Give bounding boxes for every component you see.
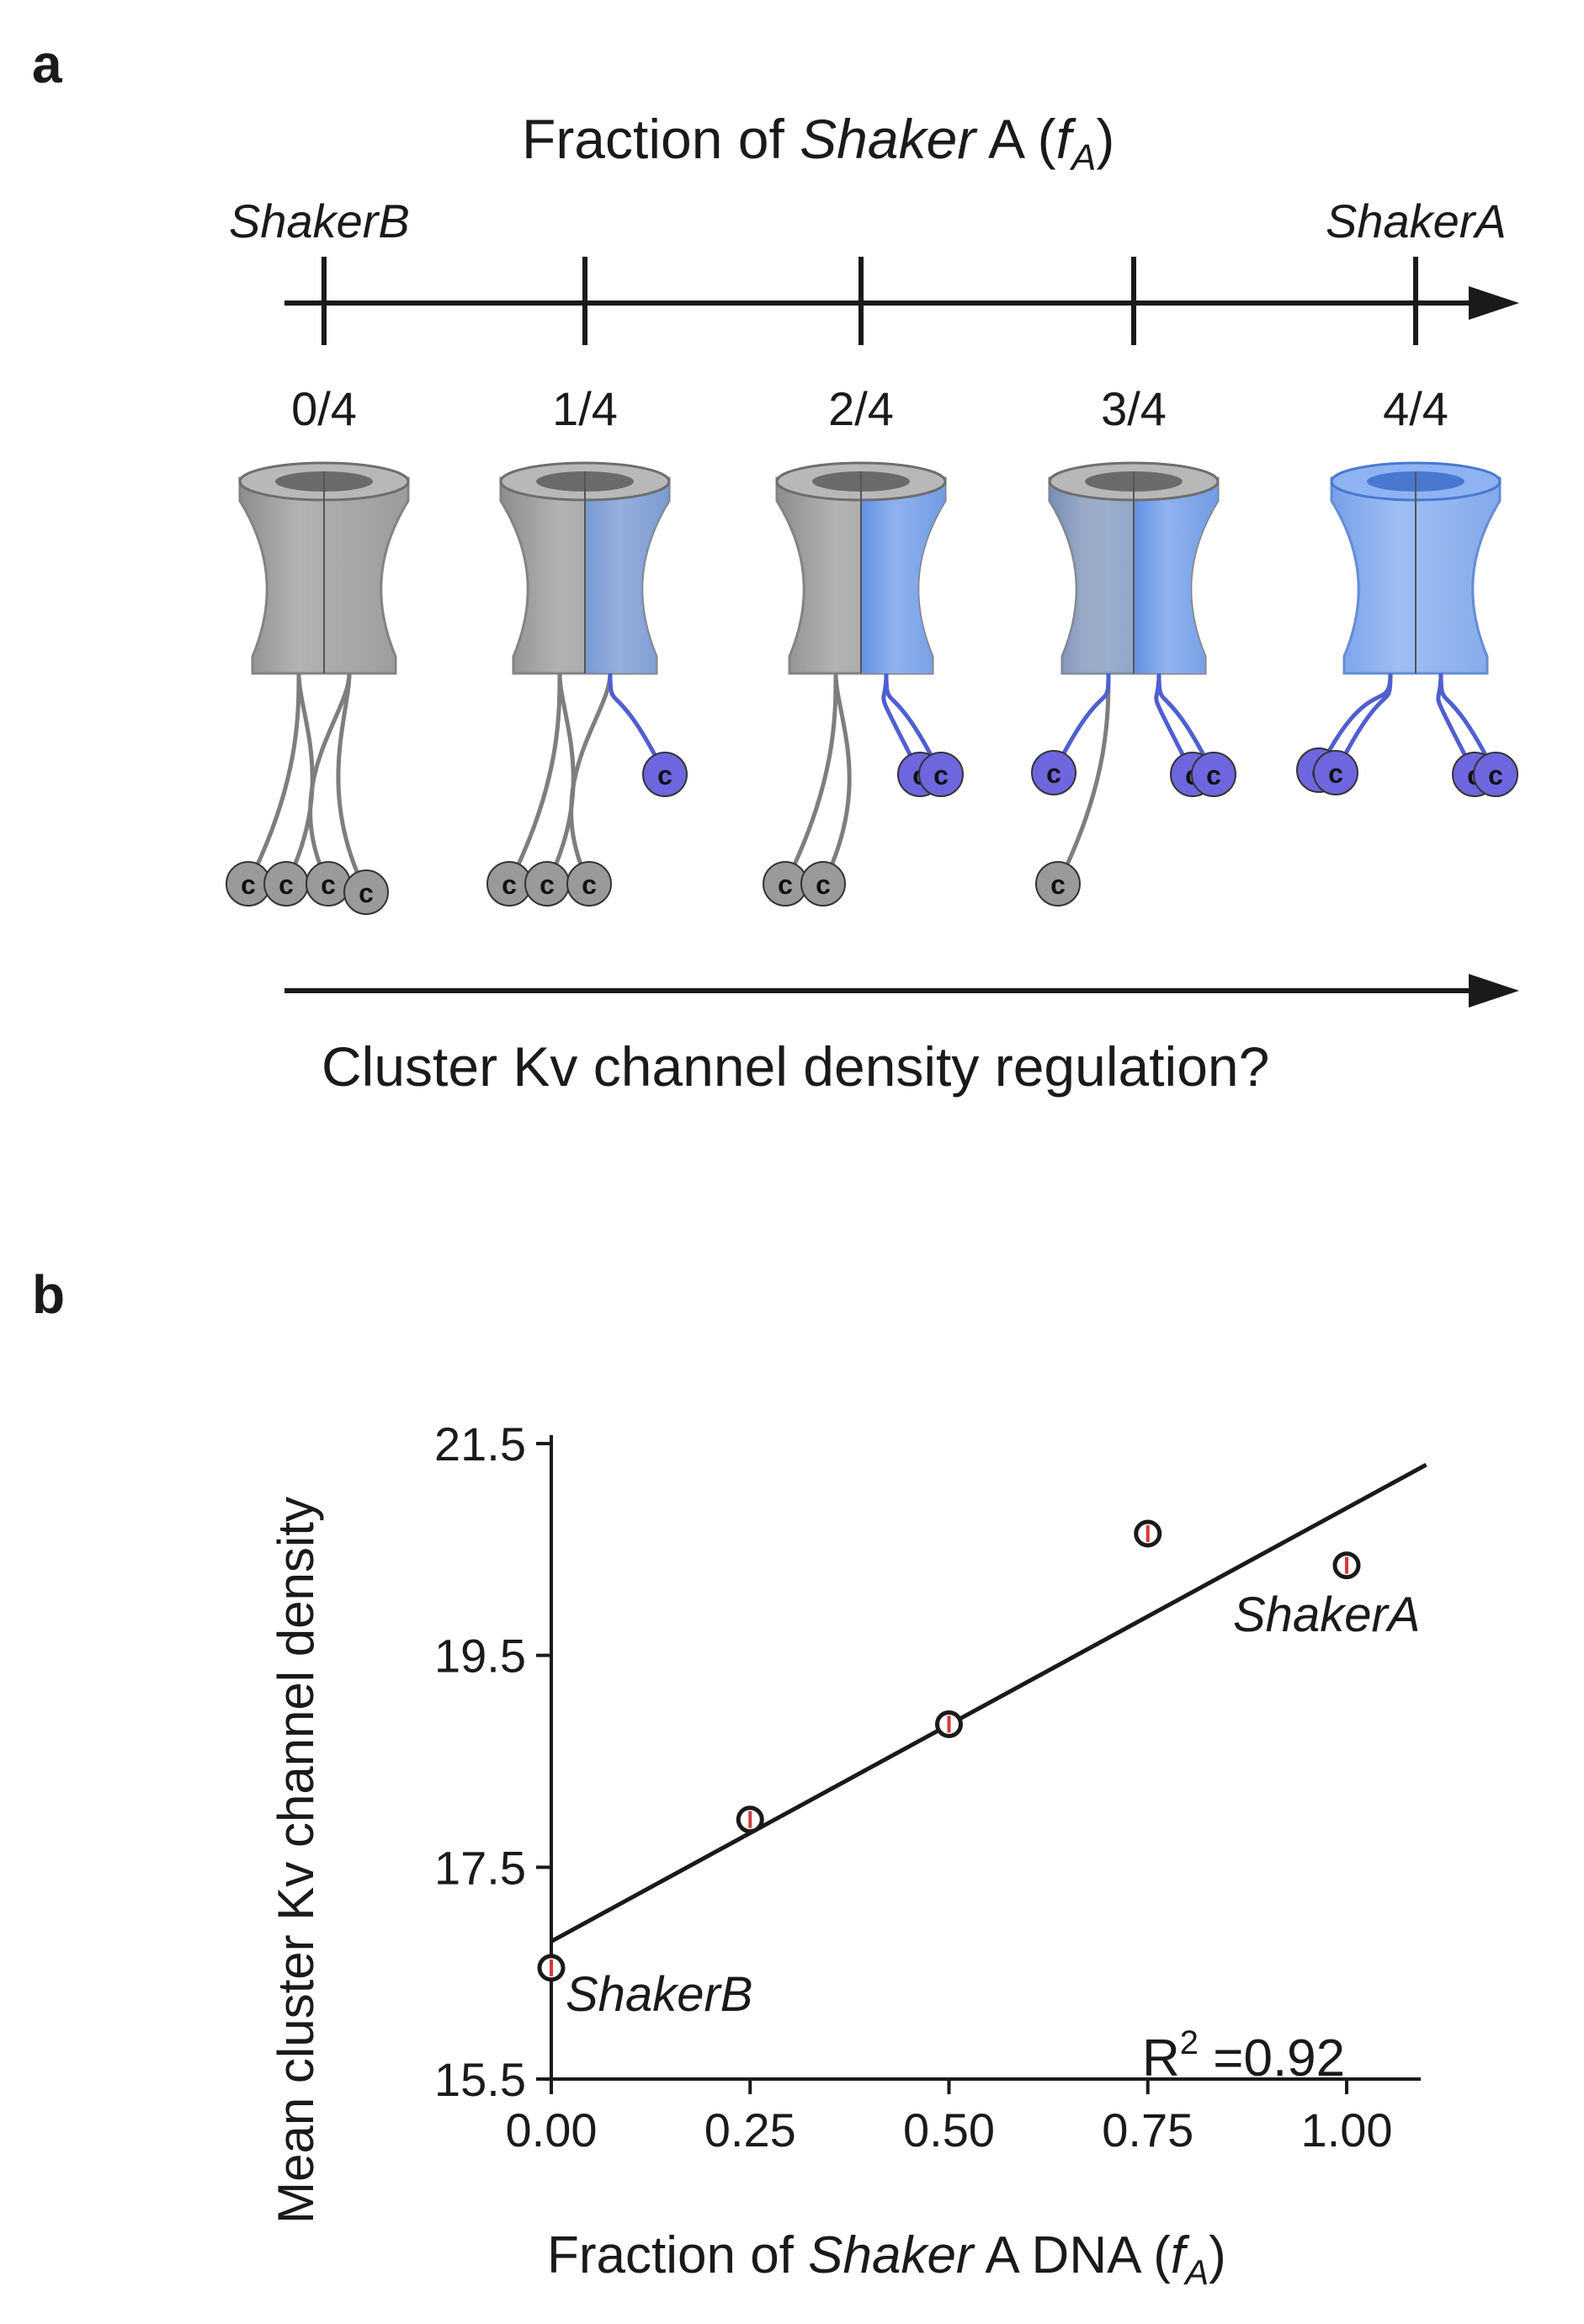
channel-4-blue-terminal-label-3: c bbox=[1488, 760, 1503, 790]
shakera-label: ShakerA bbox=[1326, 194, 1507, 247]
panel-a-letter: a bbox=[32, 34, 62, 94]
channel-4-blue-tail-1 bbox=[1333, 673, 1393, 774]
channel-0-gray-terminal-label-0: c bbox=[241, 870, 256, 900]
channel-illustrations: cccccccccccccccccccc bbox=[226, 461, 1518, 915]
channel-2-blue-terminal-label-1: c bbox=[933, 760, 949, 790]
r-squared-label: R2 =0.92 bbox=[1142, 2024, 1345, 2087]
channel-0-gray-terminal-3 bbox=[343, 870, 389, 915]
channel-1-gray-terminal-label-0: c bbox=[502, 870, 517, 900]
fraction-label-4: 4/4 bbox=[1383, 382, 1448, 435]
panel-b-letter: b bbox=[32, 1264, 65, 1325]
channel-3-blue-tail-2 bbox=[1156, 673, 1216, 776]
channel-1-blue-terminal-0 bbox=[642, 752, 688, 797]
channel-3-gray-terminal-0 bbox=[1035, 861, 1081, 907]
channel-3-blue-tail-0 bbox=[1051, 673, 1111, 774]
annotation-shakerb: ShakerB bbox=[566, 1967, 752, 2022]
channel-1-gray-terminal-label-1: c bbox=[540, 870, 555, 900]
x-tick-label: 0.50 bbox=[903, 2103, 995, 2156]
channel-2-gray-tail-1 bbox=[821, 673, 852, 885]
x-tick-label: 0.75 bbox=[1102, 2103, 1193, 2156]
bottom-caption: Cluster Kv channel density regulation? bbox=[322, 1035, 1269, 1098]
fraction-label-1: 1/4 bbox=[552, 382, 618, 435]
bottom-arrow-head bbox=[1469, 974, 1519, 1008]
fit-line bbox=[550, 1462, 1427, 1944]
channel-1-gray-tail-0 bbox=[507, 673, 562, 885]
y-tick-label: 19.5 bbox=[434, 1630, 526, 1683]
channel-0-gray-tail-1 bbox=[284, 673, 315, 885]
channel-2-gray-tail-0 bbox=[783, 673, 838, 885]
x-tick-label: 0.00 bbox=[506, 2103, 598, 2156]
scatter-chart: 15.5 17.5 19.5 21.5 0.00 0.25 0.50 0.75 1.00 bbox=[434, 1417, 1427, 2156]
fraction-label-2: 2/4 bbox=[828, 382, 894, 435]
channel-3-gray-terminal-label-0: c bbox=[1050, 870, 1066, 900]
channel-0-gray-tail-0 bbox=[246, 673, 301, 885]
y-axis-label: Mean cluster Kv channel density bbox=[268, 1497, 324, 2224]
channel-blue-half-3 bbox=[1134, 478, 1218, 673]
data-points bbox=[537, 1519, 1361, 1982]
data-point bbox=[537, 1954, 566, 1982]
channel-0-gray-tail-2 bbox=[308, 673, 352, 885]
y-ticks: 15.5 17.5 19.5 21.5 bbox=[434, 1417, 551, 2106]
data-point bbox=[1134, 1519, 1162, 1548]
fraction-label-3: 3/4 bbox=[1101, 382, 1167, 435]
channel-2-blue-tail-1 bbox=[884, 673, 943, 776]
channel-1-gray-terminal-label-2: c bbox=[582, 870, 597, 900]
data-point bbox=[736, 1805, 764, 1834]
channel-3-blue-terminal-0 bbox=[1031, 750, 1076, 795]
annotation-shakera: ShakerA bbox=[1233, 1587, 1420, 1642]
channel-3-blue-terminal-label-2: c bbox=[1206, 760, 1221, 790]
y-tick-label: 21.5 bbox=[434, 1417, 526, 1470]
channel-4-blue-terminal-3 bbox=[1473, 752, 1518, 797]
channel-2-gray-terminal-1 bbox=[800, 861, 846, 907]
x-axis-label: Fraction of Shaker A DNA (fA) bbox=[547, 2226, 1226, 2292]
channel-blue-half-2 bbox=[861, 478, 945, 673]
channel-0-gray-terminal-label-2: c bbox=[321, 870, 336, 900]
x-tick-label: 0.25 bbox=[704, 2103, 796, 2156]
channel-2-gray-terminal-label-1: c bbox=[816, 870, 831, 900]
channel-1-blue-tail-0 bbox=[608, 673, 667, 776]
channel-1-blue-terminal-label-0: c bbox=[657, 760, 672, 790]
channel-1-gray-terminal-2 bbox=[566, 861, 612, 907]
channel-0-gray-tail-3 bbox=[336, 673, 369, 894]
y-tick-label: 15.5 bbox=[434, 2053, 526, 2106]
data-point bbox=[935, 1710, 963, 1738]
channel-blue-half-1 bbox=[585, 478, 669, 673]
channel-2-gray-terminal-label-0: c bbox=[778, 870, 793, 900]
data-point bbox=[1332, 1551, 1361, 1580]
fraction-axis-arrowhead bbox=[1469, 286, 1519, 320]
x-tick-label: 1.00 bbox=[1301, 2103, 1393, 2156]
channel-4-blue-terminal-1 bbox=[1313, 750, 1358, 795]
channel-0-gray-terminal-label-1: c bbox=[279, 870, 294, 900]
channel-3-blue-terminal-2 bbox=[1191, 752, 1236, 797]
channel-0-gray-terminal-label-3: c bbox=[359, 878, 374, 908]
y-tick-label: 17.5 bbox=[434, 1841, 526, 1894]
channel-2-blue-terminal-1 bbox=[918, 752, 964, 797]
x-ticks: 0.00 0.25 0.50 0.75 1.00 bbox=[506, 2079, 1393, 2156]
fraction-ticks: 0/4 1/4 2/4 3/4 4/4 bbox=[291, 257, 1448, 435]
channel-blue-left-3 bbox=[1050, 478, 1134, 673]
fraction-label-0: 0/4 bbox=[291, 382, 357, 435]
channel-4-blue-terminal-label-1: c bbox=[1328, 758, 1343, 789]
panel-a-title: Fraction of Shaker A (fA) bbox=[522, 108, 1114, 178]
channel-4-blue-tail-3 bbox=[1438, 673, 1498, 776]
channel-1-gray-tail-2 bbox=[569, 673, 613, 885]
channel-1-gray-tail-1 bbox=[545, 673, 576, 885]
shakerb-label: ShakerB bbox=[229, 194, 410, 247]
channel-3-blue-terminal-label-0: c bbox=[1046, 758, 1061, 789]
